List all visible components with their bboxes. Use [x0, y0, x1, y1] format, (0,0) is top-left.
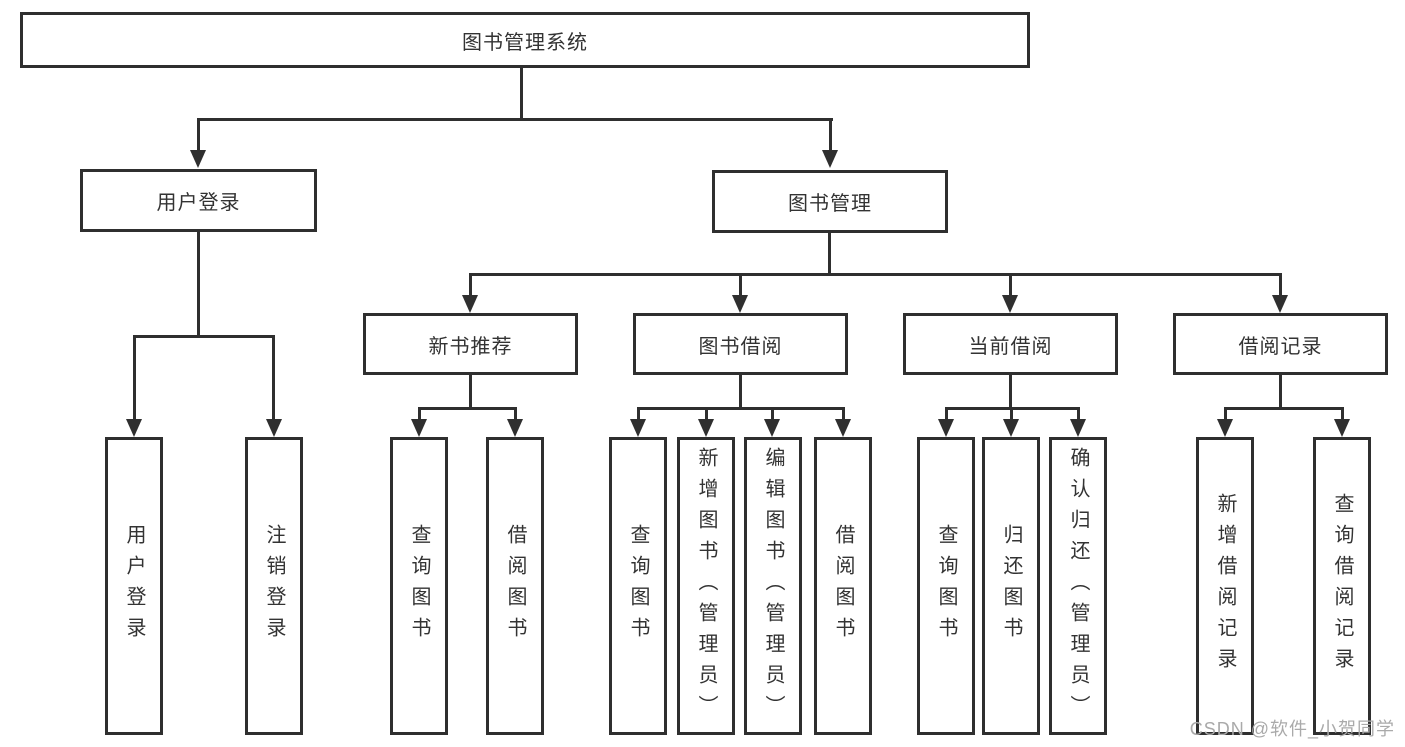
csdn-watermark: CSDN @软件_小贺同学	[1189, 719, 1395, 739]
edge-to-new-book-recommend	[469, 273, 472, 299]
edge-to-query-books-2	[637, 407, 640, 423]
edge-book-management-stem	[828, 233, 831, 276]
edge-records-hline	[1224, 407, 1344, 410]
node-book-borrow: 图书借阅	[633, 313, 848, 375]
arrowhead-user-login-icon	[190, 150, 206, 168]
edge-to-book-management	[829, 118, 832, 154]
leaf-query-borrow-record: 查询借阅记录	[1313, 437, 1371, 735]
edge-to-return-book	[1010, 407, 1013, 423]
leaf-add-book-admin: 新增图书（管理员）	[677, 437, 735, 735]
edge-to-edit-book	[771, 407, 774, 423]
node-user-login-label: 用户登录	[156, 192, 241, 214]
node-new-book-recommend-label: 新书推荐	[428, 335, 513, 358]
edge-user-login-stem	[197, 232, 200, 338]
arrowhead-edit-book-icon	[764, 419, 780, 437]
leaf-query-books-3-label: 查询图书	[935, 524, 957, 648]
arrowhead-leaf-login-icon	[126, 419, 142, 437]
node-borrow-records: 借阅记录	[1173, 313, 1388, 375]
arrowhead-borrow-records-icon	[1272, 295, 1288, 313]
leaf-return-book: 归还图书	[982, 437, 1040, 735]
edge-to-add-record	[1224, 407, 1227, 423]
node-user-login: 用户登录	[80, 169, 317, 232]
edge-to-confirm-return	[1077, 407, 1080, 423]
leaf-edit-book-admin: 编辑图书（管理员）	[744, 437, 802, 735]
leaf-add-borrow-record-label: 新增借阅记录	[1214, 493, 1236, 679]
arrowhead-add-record-icon	[1217, 419, 1233, 437]
edge-newbook-hline	[418, 407, 517, 410]
arrowhead-borrow-books-2-icon	[835, 419, 851, 437]
leaf-query-books-3: 查询图书	[917, 437, 975, 735]
arrowhead-confirm-return-icon	[1070, 419, 1086, 437]
arrowhead-query-books-1-icon	[411, 419, 427, 437]
edge-borrow-hline	[637, 407, 845, 410]
leaf-confirm-return-admin-label: 确认归还（管理员）	[1067, 446, 1089, 726]
arrowhead-return-book-icon	[1003, 419, 1019, 437]
arrowhead-leaf-logout-icon	[266, 419, 282, 437]
arrowhead-book-borrow-icon	[732, 295, 748, 313]
edge-to-borrow-records	[1279, 273, 1282, 299]
leaf-confirm-return-admin: 确认归还（管理员）	[1049, 437, 1107, 735]
arrowhead-query-books-3-icon	[938, 419, 954, 437]
leaf-logout: 注销登录	[245, 437, 303, 735]
edge-to-query-record	[1341, 407, 1344, 423]
leaf-query-books-1: 查询图书	[390, 437, 448, 735]
leaf-logout-label: 注销登录	[263, 524, 285, 648]
edge-to-add-book	[705, 407, 708, 423]
arrowhead-query-record-icon	[1334, 419, 1350, 437]
edge-root-stem	[520, 68, 523, 121]
node-book-borrow-label: 图书借阅	[698, 335, 783, 358]
edge-level3-hline	[469, 273, 1281, 276]
node-root-label: 图书管理系统	[462, 31, 588, 54]
edge-login-hline	[133, 335, 275, 338]
edge-to-borrow-books-1	[514, 407, 517, 423]
leaf-add-book-admin-label: 新增图书（管理员）	[695, 446, 717, 726]
arrowhead-query-books-2-icon	[630, 419, 646, 437]
edge-to-query-books-1	[418, 407, 421, 423]
node-book-management-label: 图书管理	[788, 193, 872, 215]
leaf-query-books-2: 查询图书	[609, 437, 667, 735]
node-current-borrow-label: 当前借阅	[968, 335, 1053, 358]
leaf-user-login: 用户登录	[105, 437, 163, 735]
node-book-management: 图书管理	[712, 170, 948, 233]
edge-to-leaf-logout	[272, 335, 275, 423]
edge-records-stem	[1279, 375, 1282, 410]
edge-to-current-borrow	[1009, 273, 1012, 299]
edge-to-book-borrow	[739, 273, 742, 299]
leaf-borrow-books-1-label: 借阅图书	[504, 524, 526, 648]
edge-newbook-stem	[469, 375, 472, 410]
node-borrow-records-label: 借阅记录	[1238, 335, 1323, 358]
leaf-return-book-label: 归还图书	[1000, 524, 1022, 648]
arrowhead-new-book-recommend-icon	[462, 295, 478, 313]
leaf-query-books-1-label: 查询图书	[408, 524, 430, 648]
leaf-edit-book-admin-label: 编辑图书（管理员）	[762, 446, 784, 726]
node-current-borrow: 当前借阅	[903, 313, 1118, 375]
arrowhead-book-management-icon	[822, 150, 838, 168]
leaf-user-login-label: 用户登录	[123, 524, 145, 648]
leaf-borrow-books-1: 借阅图书	[486, 437, 544, 735]
leaf-query-books-2-label: 查询图书	[627, 524, 649, 648]
edge-borrow-stem	[739, 375, 742, 410]
edge-level2-hline	[197, 118, 833, 121]
arrowhead-borrow-books-1-icon	[507, 419, 523, 437]
leaf-borrow-books-2-label: 借阅图书	[832, 524, 854, 648]
arrowhead-add-book-icon	[698, 419, 714, 437]
edge-current-stem	[1009, 375, 1012, 410]
node-new-book-recommend: 新书推荐	[363, 313, 578, 375]
edge-to-leaf-login	[133, 335, 136, 423]
leaf-query-borrow-record-label: 查询借阅记录	[1331, 493, 1353, 679]
arrowhead-current-borrow-icon	[1002, 295, 1018, 313]
leaf-borrow-books-2: 借阅图书	[814, 437, 872, 735]
edge-to-borrow-books-2	[842, 407, 845, 423]
node-root: 图书管理系统	[20, 12, 1030, 68]
leaf-add-borrow-record: 新增借阅记录	[1196, 437, 1254, 735]
edge-to-query-books-3	[945, 407, 948, 423]
edge-to-user-login	[197, 118, 200, 154]
